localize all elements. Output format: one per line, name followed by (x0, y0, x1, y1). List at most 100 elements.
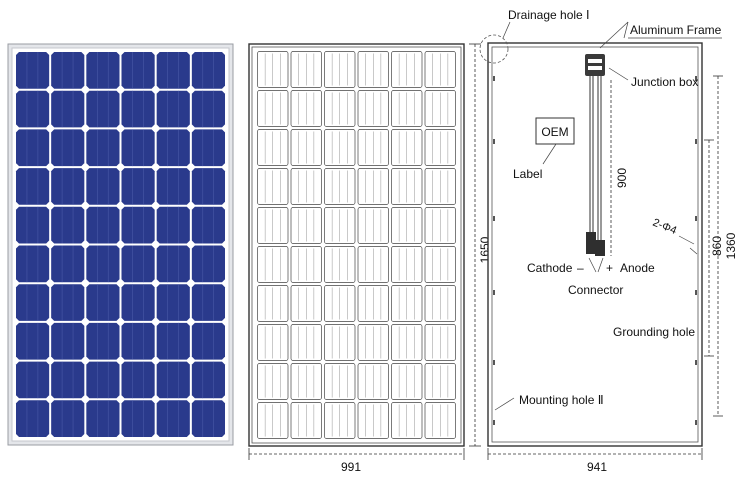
outline-cell (257, 324, 289, 361)
outline-cell (257, 402, 289, 439)
outline-cell-grid (257, 51, 456, 439)
cathode-minus: – (577, 261, 584, 275)
label-text: Label (513, 167, 542, 181)
solar-cell (16, 322, 50, 360)
drainage-hole-text: Drainage hole Ⅰ (508, 8, 590, 22)
outline-cell (290, 285, 322, 322)
outline-cell (424, 246, 456, 283)
dim-941-label: 941 (587, 460, 607, 474)
solar-cell (156, 129, 190, 167)
solar-cell (121, 52, 155, 89)
outline-cell (290, 90, 322, 127)
solar-cell (86, 400, 120, 437)
solar-cell (191, 90, 225, 128)
junction-box (585, 54, 605, 76)
solar-cell (16, 129, 50, 167)
outline-cell (324, 402, 356, 439)
side-view-panel: 1650 991 (248, 43, 492, 474)
solar-cell (86, 284, 120, 321)
solar-cell (86, 129, 120, 167)
outline-cell (424, 402, 456, 439)
drainage-hole-marker (479, 34, 509, 64)
outline-cell (290, 207, 322, 244)
outline-cell (324, 51, 356, 88)
solar-cell (121, 322, 155, 360)
solar-cell (51, 400, 85, 437)
outline-cell (357, 324, 389, 361)
outline-cell (357, 90, 389, 127)
anode-plus: + (606, 261, 613, 275)
solar-cell (121, 129, 155, 167)
solar-cell (191, 168, 225, 205)
solar-cell (16, 284, 50, 321)
outline-cell (424, 363, 456, 400)
outline-cell (424, 207, 456, 244)
oem-text: OEM (541, 125, 568, 139)
dim-1360-label: 1360 (724, 232, 738, 259)
outline-cell (257, 90, 289, 127)
outline-cell (290, 402, 322, 439)
solar-cell (16, 206, 50, 244)
outline-cell (324, 246, 356, 283)
outline-cell (324, 129, 356, 166)
solar-cell (86, 245, 120, 283)
outline-cell (424, 324, 456, 361)
front-view-panel (7, 43, 234, 446)
solar-cell (51, 284, 85, 321)
solar-cell (191, 361, 225, 399)
outline-cell (257, 129, 289, 166)
solar-cell (191, 129, 225, 167)
outline-cell (424, 51, 456, 88)
back-view-panel: 900 OEM Label Cathode – + Anode Connecto… (479, 21, 738, 474)
outline-cell (324, 168, 356, 205)
frame-holes (493, 76, 697, 425)
solar-cell (86, 90, 120, 128)
solar-cell (86, 206, 120, 244)
outline-cell (391, 51, 423, 88)
outline-cell (424, 90, 456, 127)
dim-900-label: 900 (615, 168, 629, 188)
dim-991-label: 991 (341, 460, 361, 474)
outline-cell (357, 129, 389, 166)
outline-cell (324, 324, 356, 361)
outline-cell (391, 402, 423, 439)
oem-label-box (535, 117, 575, 145)
solar-cell (191, 245, 225, 283)
outline-cell (391, 168, 423, 205)
cables (589, 76, 602, 240)
outline-cell (357, 168, 389, 205)
outline-cell (290, 324, 322, 361)
outline-cell (257, 285, 289, 322)
grounding-hole-text: Grounding hole (613, 325, 695, 339)
outline-cell (257, 246, 289, 283)
solar-cell (191, 52, 225, 89)
solar-cell (86, 52, 120, 89)
cathode-text: Cathode (527, 261, 573, 275)
solar-cell (121, 90, 155, 128)
outline-cell (324, 90, 356, 127)
cell-grid (16, 52, 225, 437)
solar-cell (156, 52, 190, 89)
outline-cell (324, 363, 356, 400)
connector-plugs (586, 232, 605, 256)
outline-cell (357, 51, 389, 88)
outline-cell (391, 285, 423, 322)
mounting-hole-text: Mounting hole Ⅱ (519, 393, 604, 407)
outline-cell (290, 51, 322, 88)
solar-cell (16, 90, 50, 128)
outline-cell (391, 246, 423, 283)
outline-cell (290, 168, 322, 205)
solar-cell (156, 168, 190, 205)
solar-cell (121, 400, 155, 437)
solar-cell (51, 206, 85, 244)
solar-cell (191, 206, 225, 244)
solar-cell (156, 400, 190, 437)
solar-cell (156, 322, 190, 360)
solar-cell (51, 52, 85, 89)
solar-cell (16, 168, 50, 205)
solar-cell (51, 90, 85, 128)
solar-cell (156, 245, 190, 283)
solar-cell (156, 90, 190, 128)
outline-cell (290, 363, 322, 400)
